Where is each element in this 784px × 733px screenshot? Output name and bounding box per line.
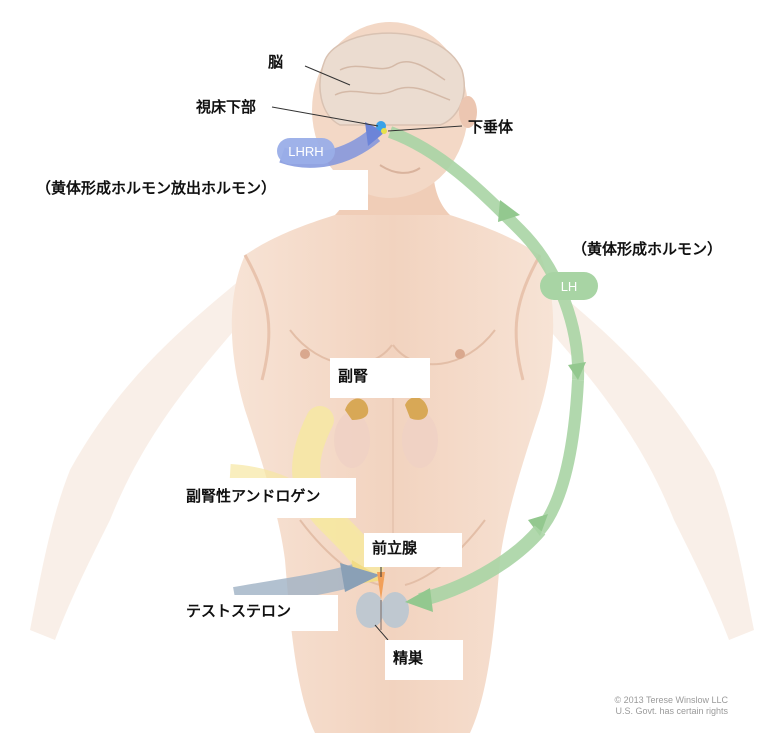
lh-arrowhead [405, 588, 433, 612]
lh-arrow-middle [535, 379, 584, 534]
lhrh-tag: LHRH [288, 144, 323, 159]
credit-line-2: U.S. Govt. has certain rights [615, 706, 728, 716]
brain-leader [304, 65, 351, 86]
credit-line-1: © 2013 Terese Winslow LLC [614, 695, 728, 705]
prostate-label: 前立腺 [364, 533, 462, 567]
lh-pill [540, 272, 598, 300]
reproductive-organs [356, 572, 409, 630]
lh-tag: LH [561, 279, 578, 294]
adrenal-androgen-label: 副腎性アンドロゲン [178, 478, 356, 518]
lh-arrow-lower [418, 525, 546, 607]
pituitary-dot [381, 128, 387, 134]
hypothalamus-leader [271, 106, 379, 127]
pituitary-leader [387, 125, 463, 132]
right-testis [381, 592, 409, 628]
slate-arrowhead [340, 563, 380, 592]
testis-label: 精巣 [385, 640, 463, 680]
pituitary-label: 下垂体 [468, 118, 514, 136]
lhrh-description-label: （黄体形成ホルモン放出ホルモン） [28, 170, 368, 210]
hypothalamus-label: 視床下部 [196, 98, 257, 116]
lhrh-pill [277, 138, 335, 164]
left-testis [356, 592, 384, 628]
adrenal-kidneys [334, 397, 438, 468]
testis-leader [374, 624, 389, 641]
brain-label: 脳 [268, 53, 284, 71]
brain-shape [319, 32, 465, 126]
testosterone-label: テストステロン [178, 595, 338, 631]
left-adrenal-gland [345, 398, 369, 420]
lh-arrow-upper [387, 126, 585, 381]
prostate-gland [377, 572, 385, 600]
copyright-credit: © 2013 Terese Winslow LLC U.S. Govt. has… [614, 695, 728, 717]
lh-description-label: （黄体形成ホルモン） [572, 240, 723, 258]
adrenal-label: 副腎 [330, 358, 430, 398]
right-adrenal-gland [405, 397, 428, 420]
